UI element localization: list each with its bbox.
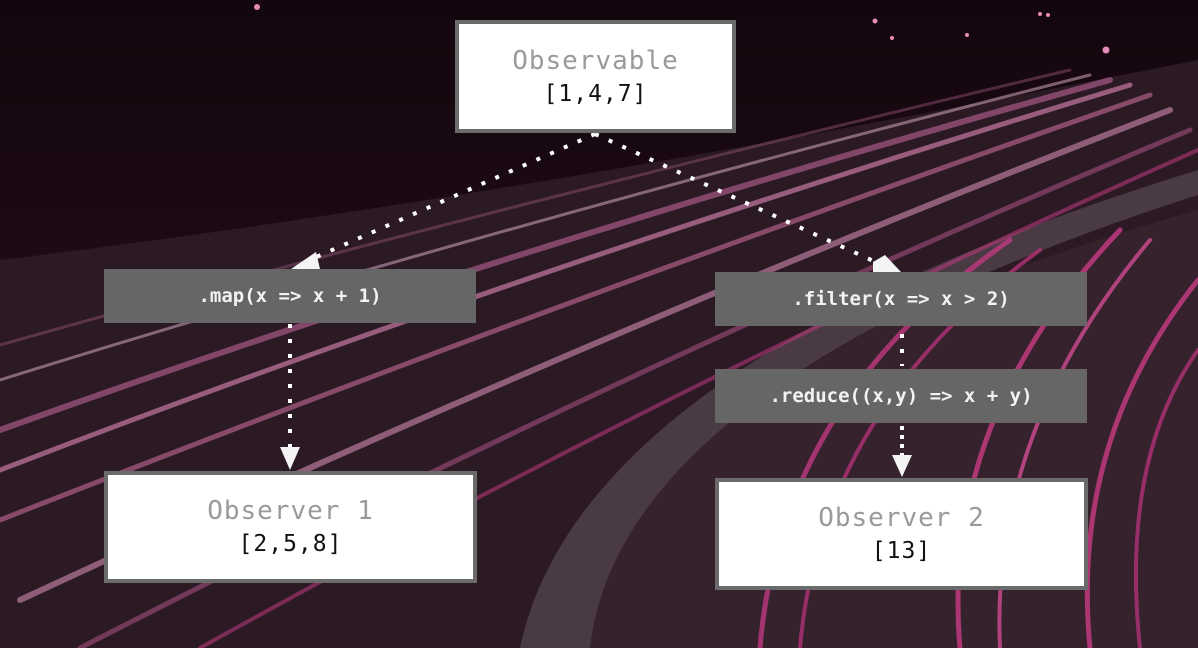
observer-1-value: [2,5,8]	[238, 531, 343, 557]
reduce-operator-label: .reduce((x,y) => x + y)	[769, 385, 1033, 407]
observer-1-box: Observer 1 [2,5,8]	[104, 471, 477, 583]
observer-2-box: Observer 2 [13]	[715, 478, 1088, 590]
edge-observable-to-filter	[594, 132, 881, 266]
observer-2-title: Observer 2	[818, 503, 985, 533]
edge-observable-to-map	[304, 132, 596, 264]
reduce-operator: .reduce((x,y) => x + y)	[715, 369, 1087, 423]
arrowhead-filter	[873, 255, 901, 272]
map-operator-label: .map(x => x + 1)	[198, 285, 382, 307]
filter-operator-label: .filter(x => x > 2)	[792, 288, 1010, 310]
filter-operator: .filter(x => x > 2)	[715, 272, 1087, 326]
map-operator: .map(x => x + 1)	[104, 269, 476, 323]
observer-1-title: Observer 1	[207, 496, 374, 526]
arrowhead-observer1	[280, 447, 300, 470]
observable-box: Observable [1,4,7]	[455, 20, 736, 133]
observable-value: [1,4,7]	[543, 80, 648, 107]
observable-title: Observable	[512, 45, 679, 76]
arrowhead-observer2	[892, 455, 912, 477]
arrowhead-map	[291, 252, 320, 269]
observer-2-value: [13]	[871, 538, 932, 564]
